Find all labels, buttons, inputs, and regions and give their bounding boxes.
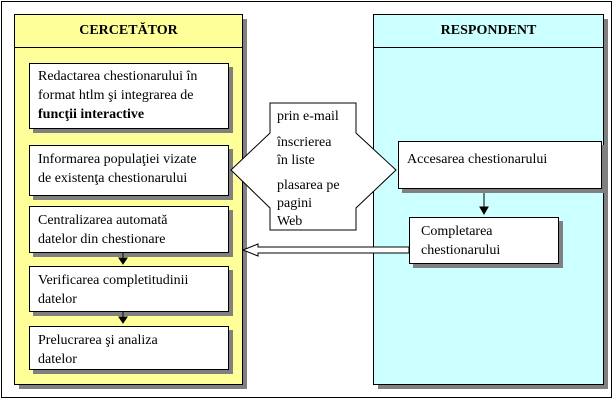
- step-line: Centralizarea automată: [38, 213, 168, 228]
- respondent-title: RESPONDENT: [374, 15, 603, 48]
- channel-item: plasarea pe: [277, 178, 340, 193]
- down-arrow-respondent: [479, 193, 489, 216]
- return-arrow: [241, 243, 410, 257]
- step-line: Redactarea chestionarului în: [38, 69, 198, 84]
- step-inform-population: Informarea populaţiei vizate de existenţ…: [29, 145, 229, 196]
- step-line: datelor: [38, 292, 77, 307]
- step-questionnaire-design: Redactarea chestionarului în format htlm…: [29, 63, 229, 129]
- step-line: chestionarului: [421, 243, 501, 258]
- channel-item: prin e-mail: [277, 109, 339, 124]
- channel-item: Web: [277, 214, 303, 229]
- step-line: datelor din chestionare: [38, 232, 166, 247]
- step-line: Informarea populaţiei vizate: [38, 152, 197, 167]
- step-line: datelor: [38, 352, 77, 367]
- step-line: Completarea: [421, 224, 493, 239]
- step-line: Verificarea completitudinii: [38, 273, 189, 288]
- down-arrow-1: [118, 253, 128, 265]
- step-centralize-data: Centralizarea automată datelor din chest…: [29, 206, 229, 253]
- down-arrow-2: [118, 312, 128, 324]
- step-line-bold: funcţii interactive: [38, 107, 145, 122]
- channel-arrow-shape: [230, 102, 397, 231]
- step-line: format htlm şi integrarea de: [38, 88, 194, 103]
- channel-item: pagini: [277, 196, 312, 211]
- step-line: de existenţa chestionarului: [38, 171, 188, 186]
- step-process-analyze: Prelucrarea şi analiza datelor: [29, 326, 229, 370]
- respondent-panel: RESPONDENT: [373, 14, 604, 385]
- channel-item: în liste: [277, 153, 315, 168]
- step-verify-completeness: Verificarea completitudinii datelor: [29, 266, 229, 312]
- step-line: Prelucrarea şi analiza: [38, 333, 158, 348]
- step-line: Accesarea chestionarului: [407, 152, 548, 167]
- step-complete-questionnaire: Completarea chestionarului: [409, 217, 559, 264]
- researcher-title: CERCETĂTOR: [15, 15, 242, 48]
- step-access-questionnaire: Accesarea chestionarului: [398, 141, 602, 189]
- channel-item: înscrierea: [277, 135, 332, 150]
